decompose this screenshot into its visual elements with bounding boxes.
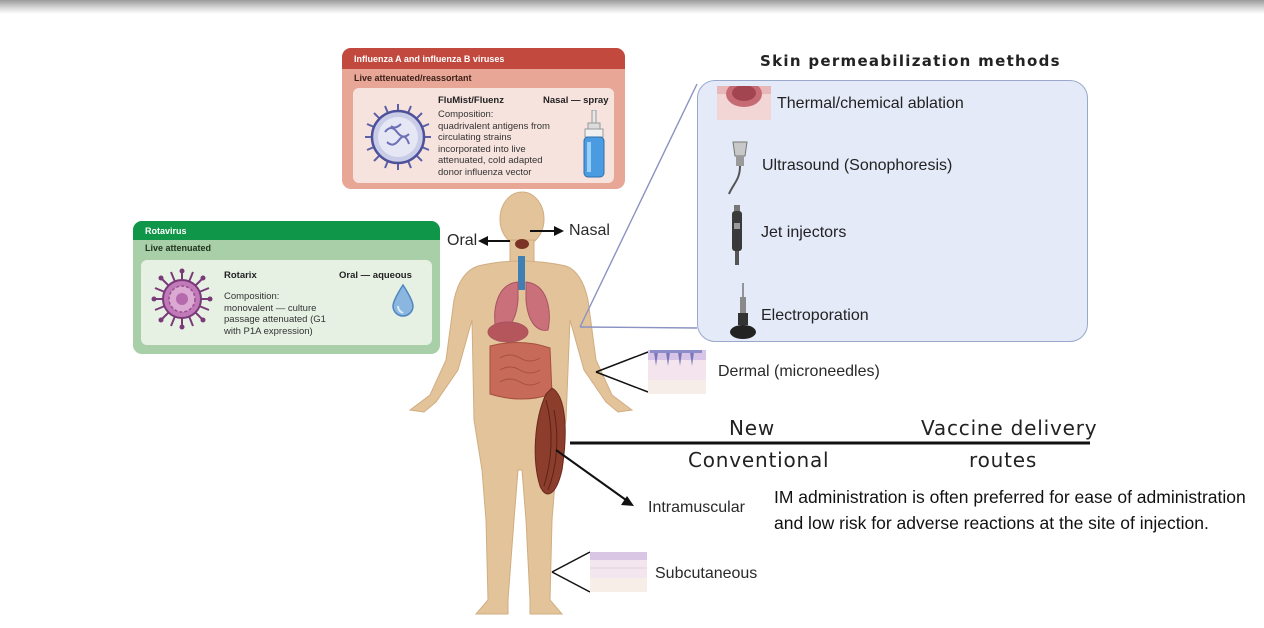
influenza-card-subheader: Live attenuated/reassortant	[354, 73, 472, 83]
electroporation-icon	[730, 283, 756, 339]
route-label-dermal: Dermal (microneedles)	[718, 363, 880, 380]
classification-vaccine-delivery: Vaccine delivery	[921, 416, 1098, 440]
ultrasound-probe-icon	[728, 141, 748, 195]
influenza-card-body: FluMist/Fluenz Nasal — spray Composition…	[353, 88, 614, 183]
skin-methods-title: Skin permeabilization methods	[760, 52, 1061, 70]
route-label-nasal: Nasal	[569, 222, 610, 239]
influenza-card: Influenza A and influenza B viruses Live…	[342, 48, 625, 189]
jet-injector-icon	[732, 205, 742, 265]
water-drop-icon	[392, 284, 414, 317]
influenza-card-header: Influenza A and influenza B viruses	[342, 48, 625, 69]
window-top-shadow	[0, 0, 1264, 14]
dermal-tissue-icon	[648, 350, 706, 394]
classification-routes: routes	[969, 448, 1038, 472]
im-note: IM administration is often preferred for…	[774, 487, 1246, 533]
skin-methods-panel	[697, 80, 1088, 342]
rotavirus-card: Rotavirus Live attenuated Rotarix Oral —…	[133, 221, 440, 354]
influenza-virus-icon	[365, 104, 431, 170]
skin-ablation-icon	[717, 86, 771, 120]
route-label-subcutaneous: Subcutaneous	[655, 565, 758, 582]
rotavirus-composition: Composition: monovalent — culture passag…	[224, 291, 326, 337]
rotavirus-card-body: Rotarix Oral — aqueous Composition: mono…	[141, 260, 432, 345]
subcutaneous-tissue-icon	[590, 552, 647, 592]
route-label-intramuscular: Intramuscular	[648, 499, 745, 516]
route-label-oral: Oral	[447, 232, 478, 249]
rotavirus-product-name: Rotarix	[224, 270, 257, 281]
method-label-electroporation: Electroporation	[761, 307, 869, 324]
rotavirus-icon	[151, 268, 213, 330]
rotavirus-card-header: Rotavirus	[133, 221, 440, 240]
influenza-route: Nasal — spray	[543, 95, 609, 106]
rotavirus-route: Oral — aqueous	[339, 270, 412, 281]
rotavirus-card-subheader: Live attenuated	[145, 243, 212, 253]
nasal-spray-icon	[583, 110, 605, 178]
classification-new: New	[729, 416, 776, 440]
method-label-jet: Jet injectors	[761, 224, 847, 241]
influenza-composition: Composition: quadrivalent antigens from …	[438, 109, 550, 178]
classification-conventional: Conventional	[688, 448, 830, 472]
influenza-product-name: FluMist/Fluenz	[438, 95, 504, 106]
method-label-ablation: Thermal/chemical ablation	[777, 95, 964, 112]
method-label-ultrasound: Ultrasound (Sonophoresis)	[762, 157, 953, 174]
